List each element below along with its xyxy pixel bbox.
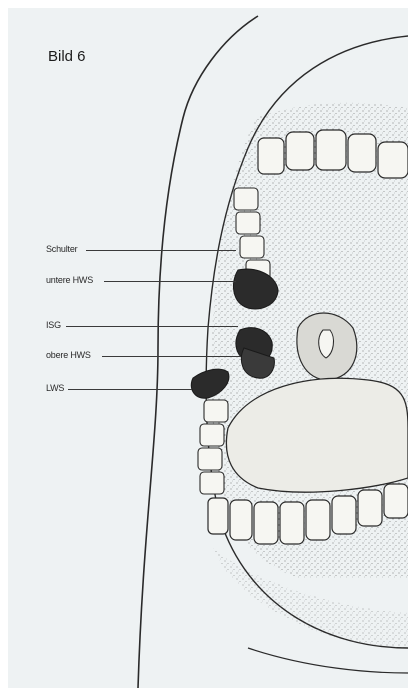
leader-lws — [68, 389, 192, 390]
label-lws: LWS — [46, 383, 64, 393]
leader-obere-hws — [102, 356, 240, 357]
leader-untere-hws — [104, 281, 236, 282]
label-obere-hws: obere HWS — [46, 350, 91, 360]
label-schulter: Schulter — [46, 244, 77, 254]
mouth-teeth-illustration — [8, 8, 408, 688]
label-untere-hws: untere HWS — [46, 275, 93, 285]
throat-uvula — [297, 313, 357, 380]
leader-schulter — [86, 250, 236, 251]
leader-isg — [66, 326, 238, 327]
label-isg: ISG — [46, 320, 61, 330]
chin-outline — [248, 648, 408, 673]
figure-panel: Bild 6 — [8, 8, 408, 688]
